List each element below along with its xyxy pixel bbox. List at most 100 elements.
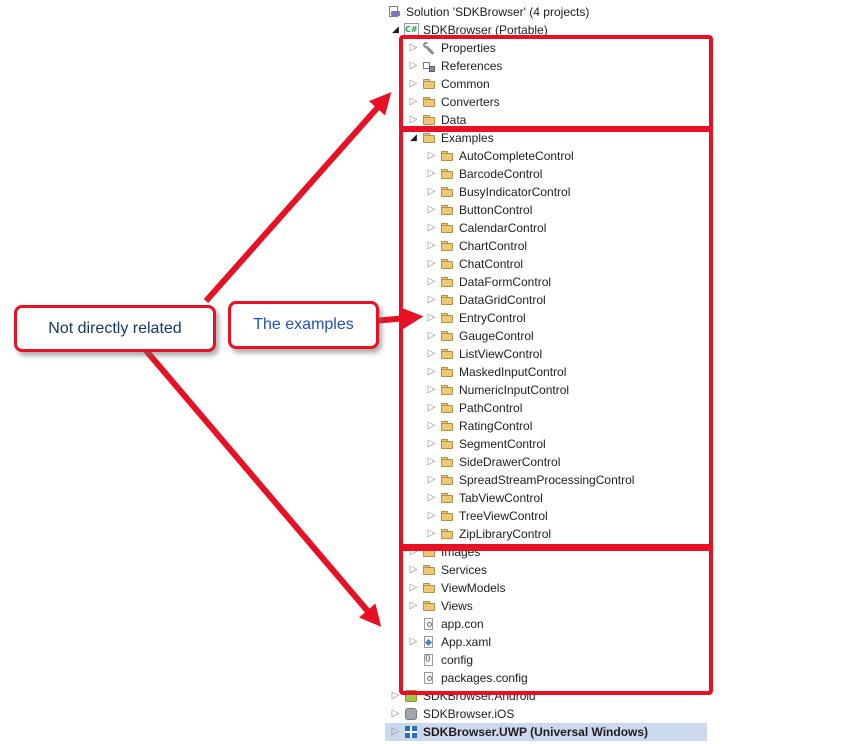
expander-collapsed-icon[interactable]: ▷ bbox=[391, 708, 400, 719]
folder-icon bbox=[422, 599, 437, 613]
expander-collapsed-icon[interactable]: ▷ bbox=[409, 60, 418, 71]
expander-collapsed-icon[interactable]: ▷ bbox=[409, 546, 418, 557]
tree-row[interactable]: ▷SDKBrowser.Android bbox=[385, 687, 707, 705]
tree-row[interactable]: ◢Examples bbox=[385, 129, 707, 147]
expander-collapsed-icon[interactable]: ▷ bbox=[391, 690, 400, 701]
expander-collapsed-icon[interactable]: ▷ bbox=[427, 222, 436, 233]
tree-row[interactable]: ▷ ButtonControl bbox=[385, 201, 707, 219]
folder-icon bbox=[422, 113, 437, 127]
expander-collapsed-icon[interactable]: ▷ bbox=[409, 114, 418, 125]
tree-row[interactable]: ▷ChartControl bbox=[385, 237, 707, 255]
tree-row[interactable]: ▷GaugeControl bbox=[385, 327, 707, 345]
tree-row[interactable]: ▷ ListViewControl bbox=[385, 345, 707, 363]
folder-icon bbox=[440, 437, 455, 451]
expander-expanded-icon[interactable]: ◢ bbox=[410, 133, 417, 143]
tree-row[interactable]: ▷EntryControl bbox=[385, 309, 707, 327]
tree-item-label: SDKBrowser (Portable) bbox=[423, 23, 548, 37]
tree-row[interactable]: ▷App.xaml bbox=[385, 633, 707, 651]
tree-row[interactable]: ▷ZipLibraryControl bbox=[385, 525, 707, 543]
expander-collapsed-icon[interactable]: ▷ bbox=[391, 726, 400, 737]
expander-collapsed-icon[interactable]: ▷ bbox=[427, 186, 436, 197]
tree-item-label: ListViewControl bbox=[459, 347, 543, 361]
tree-item-label: Views bbox=[441, 599, 473, 613]
expander-collapsed-icon[interactable]: ▷ bbox=[409, 600, 418, 611]
tree-row[interactable]: Solution 'SDKBrowser' (4 projects) bbox=[385, 3, 707, 21]
tree-row[interactable]: ▷BusyIndicatorControl bbox=[385, 183, 707, 201]
folder-icon bbox=[440, 329, 455, 343]
expander-collapsed-icon[interactable]: ▷ bbox=[409, 78, 418, 89]
expander-collapsed-icon[interactable]: ▷ bbox=[409, 42, 418, 53]
expander-collapsed-icon[interactable]: ▷ bbox=[427, 528, 436, 539]
tree-row[interactable]: ▷References bbox=[385, 57, 707, 75]
tree-row[interactable]: ▷ViewModels bbox=[385, 579, 707, 597]
tree-row[interactable]: ▷ChatControl bbox=[385, 255, 707, 273]
solution-icon bbox=[387, 5, 402, 19]
expander-collapsed-icon[interactable]: ▷ bbox=[409, 582, 418, 593]
tree-row[interactable]: ▷Properties bbox=[385, 39, 707, 57]
tree-row[interactable]: ▷DataFormControl bbox=[385, 273, 707, 291]
tree-item-label: TreeViewControl bbox=[459, 509, 548, 523]
tree-row[interactable]: ◢ SDKBrowser (Portable) bbox=[385, 21, 707, 39]
expander-collapsed-icon[interactable]: ▷ bbox=[427, 168, 436, 179]
tree-row[interactable]: ▷NumericInputControl bbox=[385, 381, 707, 399]
tree-row[interactable]: ▷ MaskedInputControl bbox=[385, 363, 707, 381]
expander-expanded-icon[interactable]: ◢ bbox=[392, 25, 399, 35]
tree-row[interactable]: ▷TabViewControl bbox=[385, 489, 707, 507]
tree-item-label: ButtonControl bbox=[459, 203, 533, 217]
tree-row[interactable]: ▷ DataGridControl bbox=[385, 291, 707, 309]
expander-collapsed-icon[interactable]: ▷ bbox=[427, 456, 436, 467]
expander-collapsed-icon[interactable]: ▷ bbox=[427, 402, 436, 413]
android-project-icon bbox=[404, 689, 419, 703]
folder-icon bbox=[440, 293, 455, 307]
tree-row[interactable]: ▷SideDrawerControl bbox=[385, 453, 707, 471]
tree-row[interactable]: ▷RatingControl bbox=[385, 417, 707, 435]
tree-row[interactable]: ▷ SegmentControl bbox=[385, 435, 707, 453]
expander-collapsed-icon[interactable]: ▷ bbox=[427, 384, 436, 395]
expander-collapsed-icon[interactable]: ▷ bbox=[427, 510, 436, 521]
tree-row[interactable]: ▷Images bbox=[385, 543, 707, 561]
expander-collapsed-icon[interactable]: ▷ bbox=[409, 96, 418, 107]
tree-row[interactable]: ▷PathControl bbox=[385, 399, 707, 417]
references-icon bbox=[422, 59, 437, 73]
expander-collapsed-icon[interactable]: ▷ bbox=[409, 636, 418, 647]
tree-row[interactable]: ▷SDKBrowser.UWP (Universal Windows) bbox=[385, 723, 707, 741]
tree-row[interactable]: ▷SpreadStreamProcessingControl bbox=[385, 471, 707, 489]
json-file-icon bbox=[422, 653, 437, 667]
tree-row[interactable]: ▷Common bbox=[385, 75, 707, 93]
tree-item-label: MaskedInputControl bbox=[459, 365, 567, 379]
callout-the-examples-label: The examples bbox=[253, 316, 354, 333]
expander-collapsed-icon[interactable]: ▷ bbox=[427, 420, 436, 431]
expander-collapsed-icon[interactable]: ▷ bbox=[427, 204, 436, 215]
expander-collapsed-icon[interactable]: ▷ bbox=[427, 348, 436, 359]
tree-row[interactable]: ▷CalendarControl bbox=[385, 219, 707, 237]
expander-collapsed-icon[interactable]: ▷ bbox=[427, 438, 436, 449]
tree-item-label: DataGridControl bbox=[459, 293, 546, 307]
expander-collapsed-icon[interactable]: ▷ bbox=[427, 330, 436, 341]
tree-row[interactable]: ▷Data bbox=[385, 111, 707, 129]
tree-row[interactable]: ▷ TreeViewControl bbox=[385, 507, 707, 525]
expander-collapsed-icon[interactable]: ▷ bbox=[427, 258, 436, 269]
expander-collapsed-icon[interactable]: ▷ bbox=[427, 150, 436, 161]
tree-row[interactable]: ▷AutoCompleteControl bbox=[385, 147, 707, 165]
expander-collapsed-icon[interactable]: ▷ bbox=[427, 294, 436, 305]
expander-collapsed-icon[interactable]: ▷ bbox=[427, 366, 436, 377]
tree-row[interactable]: packages.config bbox=[385, 669, 707, 687]
tree-row[interactable]: ▷ Views bbox=[385, 597, 707, 615]
expander-collapsed-icon[interactable]: ▷ bbox=[409, 564, 418, 575]
folder-icon bbox=[422, 131, 437, 145]
expander-collapsed-icon[interactable]: ▷ bbox=[427, 240, 436, 251]
tree-row[interactable]: app.con bbox=[385, 615, 707, 633]
tree-item-label: Services bbox=[441, 563, 488, 577]
expander-collapsed-icon[interactable]: ▷ bbox=[427, 492, 436, 503]
tree-row[interactable]: config bbox=[385, 651, 707, 669]
expander-collapsed-icon[interactable]: ▷ bbox=[427, 276, 436, 287]
expander-collapsed-icon[interactable]: ▷ bbox=[427, 312, 436, 323]
tree-row[interactable]: ▷SDKBrowser.iOS bbox=[385, 705, 707, 723]
folder-icon bbox=[440, 527, 455, 541]
expander-collapsed-icon[interactable]: ▷ bbox=[427, 474, 436, 485]
tree-item-label: SegmentControl bbox=[459, 437, 546, 451]
tree-item-label: app.con bbox=[441, 617, 484, 631]
tree-row[interactable]: ▷BarcodeControl bbox=[385, 165, 707, 183]
tree-row[interactable]: ▷ Services bbox=[385, 561, 707, 579]
tree-row[interactable]: ▷Converters bbox=[385, 93, 707, 111]
